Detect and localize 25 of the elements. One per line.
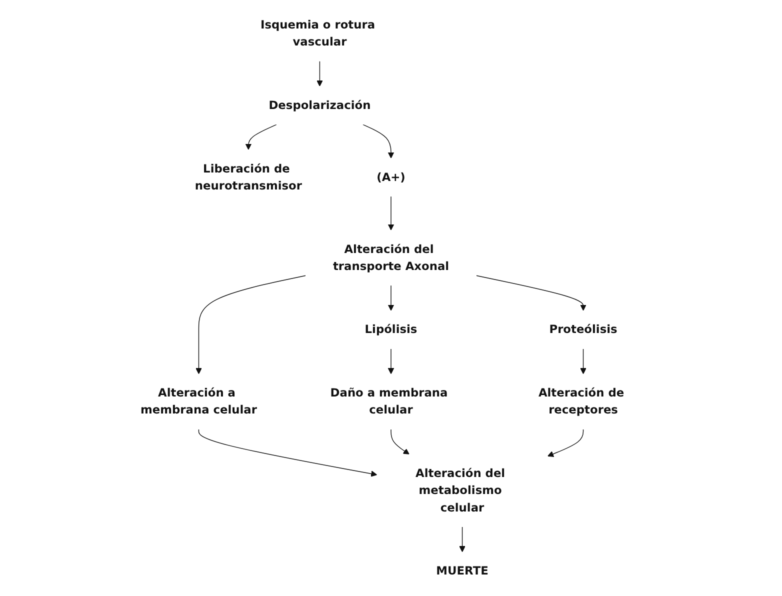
node-text: Isquemia o rotura vascular	[260, 18, 376, 48]
node-text: Proteólisis	[549, 322, 618, 336]
node-text: MUERTE	[436, 564, 488, 578]
arrow	[316, 60, 323, 86]
arrow	[362, 124, 394, 158]
node-text: Lipólisis	[364, 322, 418, 336]
arrow	[388, 196, 394, 230]
node-text: Alteración del transporte Axonal	[332, 242, 450, 273]
node-text: Liberación de neurotransmisor	[194, 162, 302, 192]
node-text: Alteración a membrana celular	[140, 386, 257, 417]
node-text: Despolarización	[268, 98, 371, 112]
node-text: Alteración del metabolismo celular	[416, 466, 506, 514]
arrow	[580, 348, 586, 374]
arrow	[388, 348, 394, 374]
arrow	[547, 429, 584, 457]
arrow	[198, 429, 378, 477]
node-text: Alteración de receptores	[538, 386, 624, 417]
arrow	[388, 285, 394, 311]
node-text: (A+)	[376, 170, 406, 184]
arrow	[245, 124, 277, 150]
arrow	[390, 429, 410, 455]
node-text: Daño a membrana celular	[330, 386, 448, 417]
arrow	[196, 275, 306, 374]
arrow	[476, 275, 586, 311]
arrow	[459, 526, 466, 552]
